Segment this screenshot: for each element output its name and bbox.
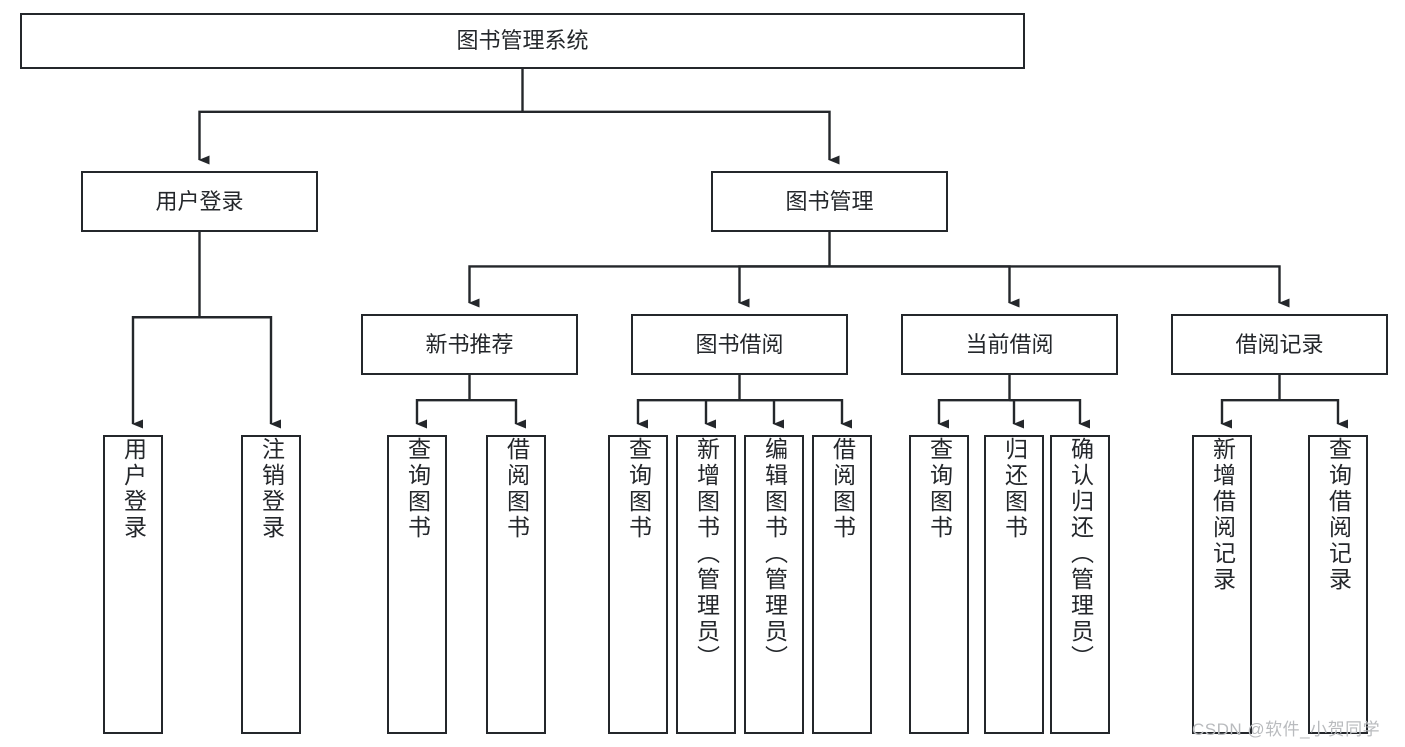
edge-connector [704, 399, 740, 429]
node-new-book-rec[interactable]: 新书推荐 [361, 314, 578, 375]
node-label: 查询图书 [926, 437, 953, 541]
node-label: 查询图书 [404, 437, 431, 541]
edge-connector [738, 265, 830, 308]
node-leaf-query-book-rec[interactable]: 查询图书 [387, 435, 447, 734]
node-leaf-borrow-book-b[interactable]: 借阅图书 [812, 435, 872, 734]
node-label: 当前借阅 [965, 331, 1054, 357]
node-label: 归还图书 [1001, 437, 1028, 541]
node-label: 用户登录 [120, 437, 147, 541]
node-label: 借阅记录 [1235, 331, 1324, 357]
node-label: 图书管理系统 [456, 28, 589, 54]
edge-connector [1279, 399, 1348, 429]
node-root[interactable]: 图书管理系统 [20, 13, 1025, 69]
node-label: 借阅图书 [503, 437, 530, 541]
node-label: 编辑图书（管理员） [761, 437, 788, 671]
node-leaf-query-book-b[interactable]: 查询图书 [608, 435, 668, 734]
node-label: 图书借阅 [695, 331, 784, 357]
node-leaf-user-login[interactable]: 用户登录 [103, 435, 163, 734]
node-leaf-add-record[interactable]: 新增借阅记录 [1192, 435, 1252, 734]
node-label: 借阅图书 [829, 437, 856, 541]
node-label: 新增图书（管理员） [693, 437, 720, 671]
node-leaf-query-record[interactable]: 查询借阅记录 [1308, 435, 1368, 734]
edge-connector [636, 399, 740, 429]
node-label: 查询图书 [625, 437, 652, 541]
node-leaf-add-book[interactable]: 新增图书（管理员） [676, 435, 736, 734]
edge-connector [937, 399, 1010, 429]
edge-connector [131, 316, 200, 429]
node-label: 确认归还（管理员） [1067, 437, 1094, 671]
edge-connector [1009, 399, 1024, 429]
node-leaf-confirm-return[interactable]: 确认归还（管理员） [1050, 435, 1110, 734]
node-book-borrow[interactable]: 图书借阅 [631, 314, 848, 375]
node-label: 新书推荐 [425, 331, 514, 357]
node-label: 新增借阅记录 [1209, 437, 1236, 593]
node-label: 查询借阅记录 [1325, 437, 1352, 593]
edge-connector [199, 316, 281, 429]
edge-connector [739, 399, 784, 429]
edge-connector [469, 399, 526, 429]
edge-connector [522, 110, 840, 165]
edge-connector [198, 110, 523, 165]
node-book-manage[interactable]: 图书管理 [711, 171, 948, 232]
edge-connector [829, 265, 1290, 308]
edge-connector [829, 265, 1020, 308]
node-leaf-edit-book[interactable]: 编辑图书（管理员） [744, 435, 804, 734]
node-leaf-borrow-book-rec[interactable]: 借阅图书 [486, 435, 546, 734]
edge-connector [468, 265, 830, 308]
node-current-borrow[interactable]: 当前借阅 [901, 314, 1118, 375]
edge-connector [1220, 399, 1280, 429]
node-label: 注销登录 [258, 437, 285, 541]
edge-connector [739, 399, 852, 429]
node-leaf-return-book[interactable]: 归还图书 [984, 435, 1044, 734]
node-label: 图书管理 [785, 188, 874, 214]
edge-connector [1009, 399, 1090, 429]
node-borrow-record[interactable]: 借阅记录 [1171, 314, 1388, 375]
node-label: 用户登录 [155, 188, 244, 214]
edge-connector [415, 399, 470, 429]
node-user-login[interactable]: 用户登录 [81, 171, 318, 232]
node-leaf-logout[interactable]: 注销登录 [241, 435, 301, 734]
node-leaf-query-book-c[interactable]: 查询图书 [909, 435, 969, 734]
